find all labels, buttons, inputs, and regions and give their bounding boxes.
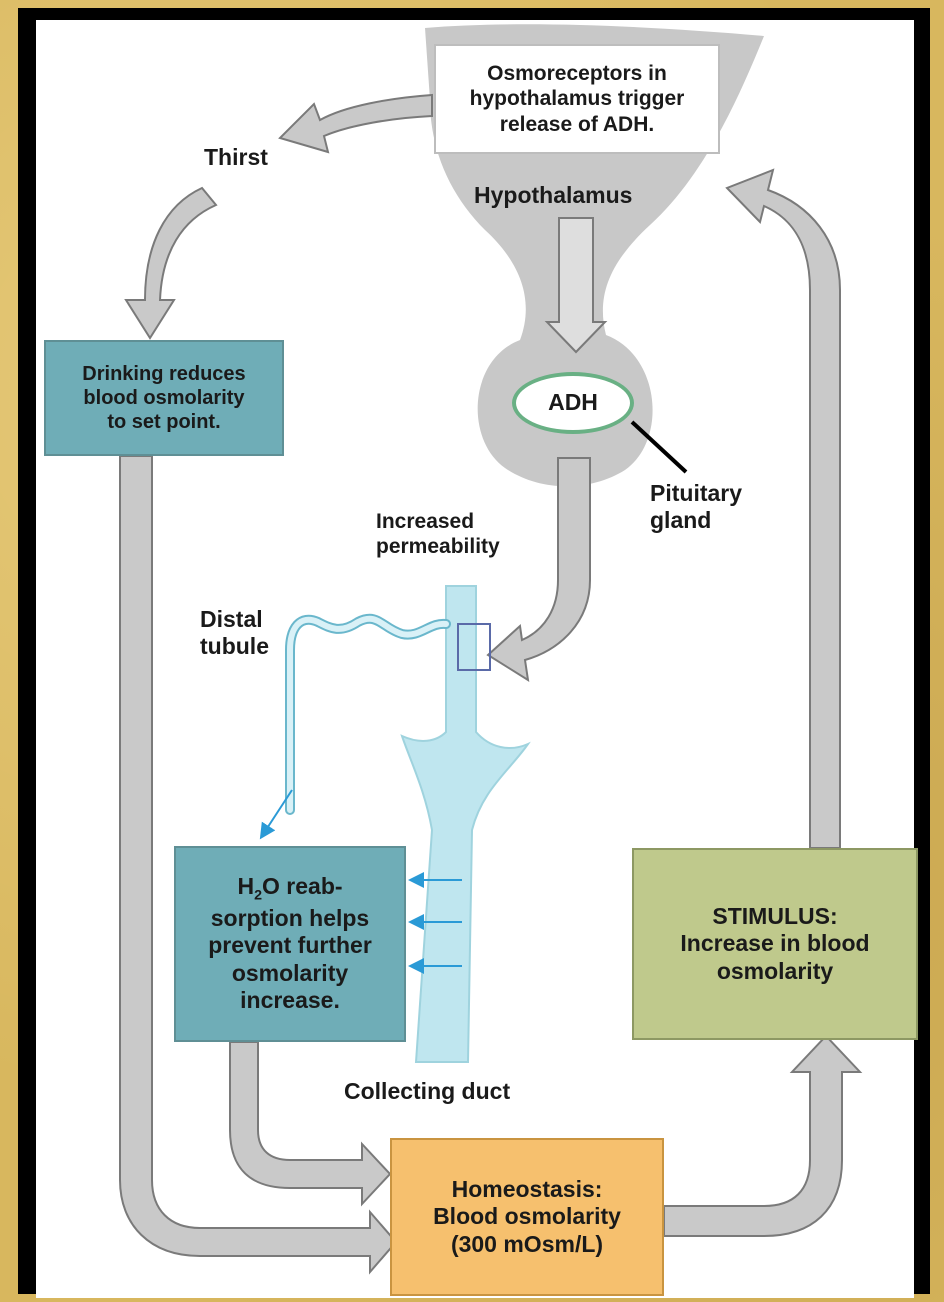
- h2o-rest: O reab- sorption helps prevent further o…: [208, 873, 372, 1013]
- pituitary-label: Pituitary gland: [650, 480, 742, 534]
- stimulus-to-hypothalamus-arrow: [727, 170, 840, 848]
- drinking-label: Drinking reduces blood osmolarity to set…: [82, 362, 245, 434]
- increased-permeability-label: Increased permeability: [376, 510, 500, 560]
- stimulus-box: STIMULUS: Increase in blood osmolarity: [632, 848, 918, 1040]
- adh-to-duct-arrow: [488, 458, 590, 680]
- adh-label: ADH: [548, 389, 598, 417]
- h2o-reabsorption-text: H2O reab- sorption helps prevent further…: [208, 873, 372, 1015]
- adh-oval: ADH: [512, 372, 634, 434]
- drinking-box: Drinking reduces blood osmolarity to set…: [44, 340, 284, 456]
- collecting-duct-label: Collecting duct: [344, 1078, 510, 1105]
- osmoreceptors-label: Osmoreceptors in hypothalamus trigger re…: [470, 61, 685, 137]
- h2o-subscript: 2: [254, 888, 262, 904]
- homeostasis-box: Homeostasis: Blood osmolarity (300 mOsm/…: [390, 1138, 664, 1296]
- thirst-label: Thirst: [204, 144, 268, 171]
- osmoreceptors-box: Osmoreceptors in hypothalamus trigger re…: [434, 44, 720, 154]
- osmoreceptors-to-thirst-arrow: [280, 95, 432, 152]
- h2o-to-homeostasis-arrow: [230, 1042, 390, 1204]
- distal-tubule-label: Distal tubule: [200, 606, 269, 660]
- hypothalamus-label: Hypothalamus: [474, 182, 632, 209]
- stimulus-label: STIMULUS: Increase in blood osmolarity: [680, 903, 869, 986]
- h2o-prefix: H: [237, 873, 254, 899]
- h2o-reabsorption-box: H2O reab- sorption helps prevent further…: [174, 846, 406, 1042]
- homeostasis-label: Homeostasis: Blood osmolarity (300 mOsm/…: [433, 1176, 621, 1259]
- thirst-to-drinking-arrow: [126, 188, 216, 338]
- homeostasis-to-stimulus-arrow: [664, 1036, 860, 1236]
